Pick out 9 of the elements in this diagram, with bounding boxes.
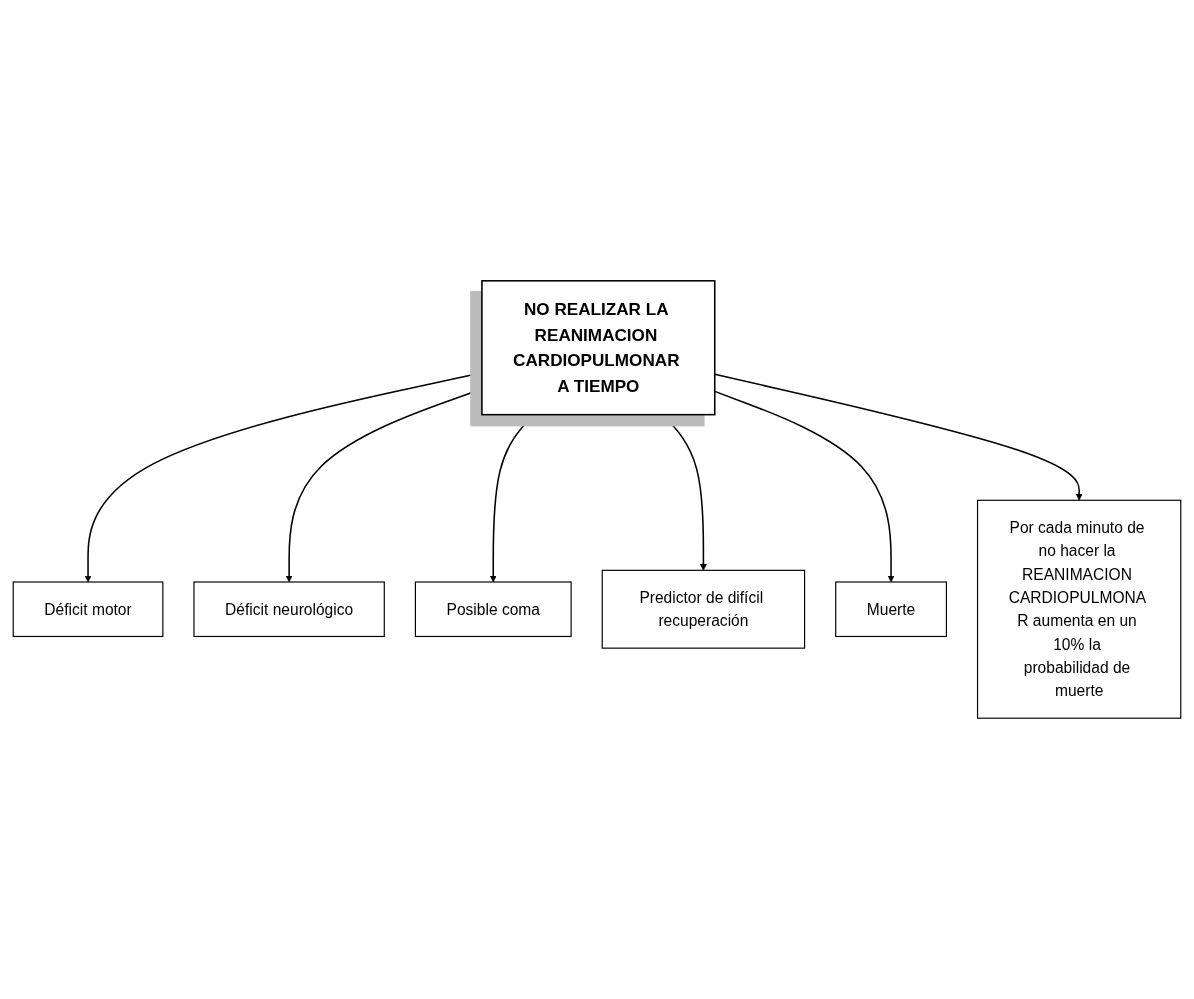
node-box: Predictor de difícil recuperación xyxy=(601,569,806,649)
node-box: Déficit neurológico xyxy=(193,581,385,638)
arrow xyxy=(489,413,535,583)
node-box: Por cada minuto de no hacer la REANIMACION CARDIOPULMONA R aumenta en un 10% la probabilidad de muerte xyxy=(976,499,1182,719)
node-box: NO REALIZAR LA REANIMACION CARDIOPULMONAR A TIEMPO xyxy=(481,280,716,416)
node-box: Déficit motor xyxy=(12,581,164,638)
node-box: Posible coma xyxy=(414,581,572,638)
arrow xyxy=(661,413,707,571)
node-box: Muerte xyxy=(835,581,947,638)
